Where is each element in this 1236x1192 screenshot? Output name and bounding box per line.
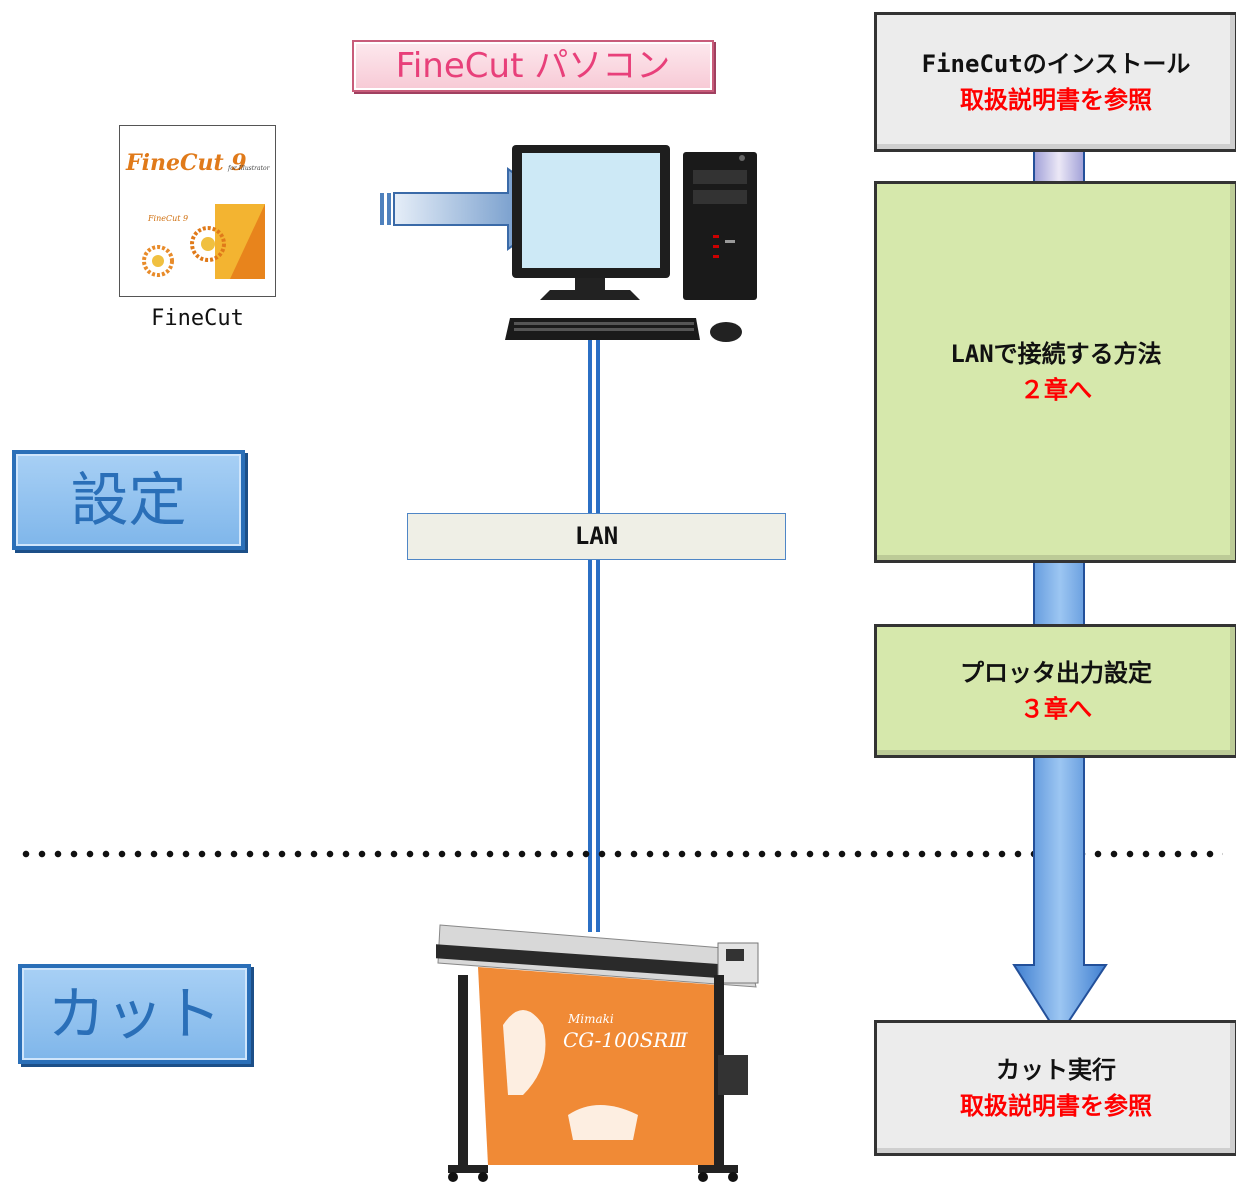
cutting-plotter-icon: Mimaki CG-100SRⅢ bbox=[436, 924, 759, 1182]
software-box-subtitle: for Illustrator bbox=[227, 165, 271, 172]
flow-step-note: 取扱説明書を参照 bbox=[960, 86, 1152, 114]
flow-step-install: FineCutのインストール 取扱説明書を参照 bbox=[874, 12, 1236, 152]
lan-cable-line-right bbox=[596, 340, 600, 932]
flow-step-note: ３章へ bbox=[1020, 695, 1092, 723]
section-setup-label: 設定 bbox=[12, 450, 245, 550]
computer-icon bbox=[505, 145, 757, 342]
flow-step-lan-connect: LANで接続する方法 ２章へ bbox=[874, 181, 1236, 563]
plotter-model: CG-100SRⅢ bbox=[563, 1028, 688, 1052]
plotter-brand: Mimaki bbox=[567, 1012, 614, 1026]
flower-graphic-icon bbox=[142, 226, 226, 277]
flow-step-plotter-output: プロッタ出力設定 ３章へ bbox=[874, 624, 1236, 758]
flow-step-title: プロッタ出力設定 bbox=[960, 659, 1152, 687]
software-package: FineCut 9 for Illustrator FineCut 9 bbox=[119, 125, 276, 297]
flow-step-title: LANで接続する方法 bbox=[950, 340, 1162, 368]
lan-label: LAN bbox=[407, 513, 786, 560]
flow-step-title: カット実行 bbox=[996, 1056, 1116, 1084]
header-label: FineCut パソコン bbox=[352, 40, 714, 92]
flow-step-note: ２章へ bbox=[1020, 376, 1092, 404]
section-cut-label: カット bbox=[18, 964, 251, 1064]
software-box-art: FineCut 9 for Illustrator FineCut 9 bbox=[125, 150, 271, 279]
flow-step-cut-execute: カット実行 取扱説明書を参照 bbox=[874, 1020, 1236, 1156]
lan-cable-line-left bbox=[588, 340, 592, 932]
flow-step-note: 取扱説明書を参照 bbox=[960, 1092, 1152, 1120]
software-box-title: FineCut 9 bbox=[125, 150, 247, 176]
software-label: FineCut bbox=[151, 306, 244, 331]
flow-step-title: FineCutのインストール bbox=[921, 50, 1191, 78]
section-divider bbox=[18, 850, 1223, 858]
svg-text:FineCut 9: FineCut 9 bbox=[147, 214, 188, 223]
